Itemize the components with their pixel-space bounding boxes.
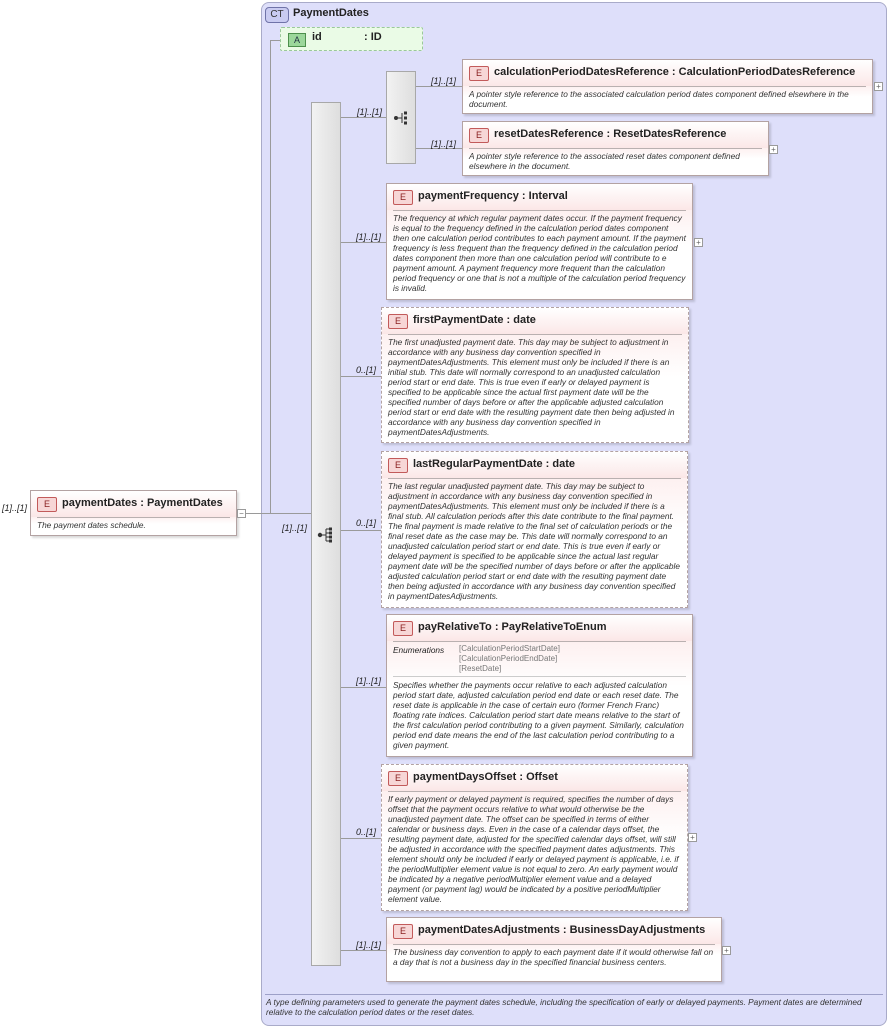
enum-value: [ResetDate] <box>459 664 502 673</box>
choice-cardinality: [1]..[1] <box>357 107 383 117</box>
element-documentation: Specifies whether the payments occur rel… <box>393 680 684 750</box>
element-documentation: The last regular unadjusted payment date… <box>388 481 680 601</box>
element-badge: E <box>388 314 408 329</box>
enum-value: [CalculationPeriodEndDate] <box>459 654 558 663</box>
choice-icon <box>394 111 407 125</box>
attribute-name: id <box>312 31 322 43</box>
element-badge: E <box>469 128 489 143</box>
enumerations-label: Enumerations <box>393 645 445 655</box>
element-documentation: If early payment or delayed payment is r… <box>388 794 679 904</box>
offset-cardinality: 0..[1] <box>356 827 377 837</box>
sequence-icon <box>317 527 332 543</box>
element-badge: E <box>388 458 408 473</box>
element-badge: E <box>393 621 413 636</box>
element-documentation: The payment dates schedule. <box>37 520 146 530</box>
element-title: payRelativeTo : PayRelativeToEnum <box>418 621 607 633</box>
expand-icon[interactable]: + <box>722 946 731 955</box>
calc-cardinality: [1]..[1] <box>431 76 457 86</box>
complex-type-title: PaymentDates <box>293 7 369 19</box>
element-title: resetDatesReference : ResetDatesReferenc… <box>494 128 727 140</box>
attribute-type: : ID <box>364 31 382 43</box>
element-documentation: A pointer style reference to the associa… <box>469 151 740 171</box>
sequence-cardinality: [1]..[1] <box>282 523 308 533</box>
element-title: paymentDaysOffset : Offset <box>413 771 558 783</box>
element-title: paymentFrequency : Interval <box>418 190 568 202</box>
element-documentation: The first unadjusted payment date. This … <box>388 337 675 437</box>
freq-cardinality: [1]..[1] <box>356 232 382 242</box>
element-title: paymentDates : PaymentDates <box>62 497 223 509</box>
first-cardinality: 0..[1] <box>356 365 377 375</box>
element-title: paymentDatesAdjustments : BusinessDayAdj… <box>418 924 706 936</box>
enum-value: [CalculationPeriodStartDate] <box>459 644 560 653</box>
complex-type-documentation: A type defining parameters used to gener… <box>266 997 862 1017</box>
element-badge: E <box>393 924 413 939</box>
attribute-badge: A <box>288 33 306 47</box>
adj-cardinality: [1]..[1] <box>356 940 382 950</box>
complex-type-badge: CT <box>265 7 289 23</box>
element-badge: E <box>388 771 408 786</box>
element-title: lastRegularPaymentDate : date <box>413 458 575 470</box>
element-documentation: A pointer style reference to the associa… <box>469 89 849 109</box>
root-cardinality: [1]..[1] <box>2 503 28 513</box>
element-title: firstPaymentDate : date <box>413 314 536 326</box>
last-cardinality: 0..[1] <box>356 518 377 528</box>
payrel-cardinality: [1]..[1] <box>356 676 382 686</box>
footer-divider <box>265 994 883 995</box>
element-documentation: The frequency at which regular payment d… <box>393 213 686 293</box>
collapse-icon[interactable]: − <box>237 509 246 518</box>
element-badge: E <box>469 66 489 81</box>
expand-icon[interactable]: + <box>694 238 703 247</box>
element-documentation: The business day convention to apply to … <box>393 947 714 967</box>
reset-cardinality: [1]..[1] <box>431 139 457 149</box>
expand-icon[interactable]: + <box>688 833 697 842</box>
element-badge: E <box>37 497 57 512</box>
element-title: calculationPeriodDatesReference : Calcul… <box>494 66 856 78</box>
expand-icon[interactable]: + <box>769 145 778 154</box>
element-badge: E <box>393 190 413 205</box>
expand-icon[interactable]: + <box>874 82 883 91</box>
